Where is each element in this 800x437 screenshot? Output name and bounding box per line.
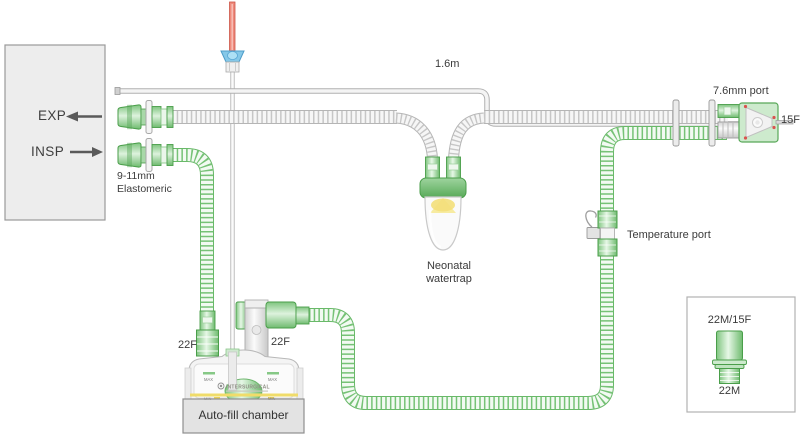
chamber-max-right: MAX — [268, 377, 277, 382]
patient-15f-label: 15F — [781, 114, 800, 126]
chamber-min-right: MIN — [268, 396, 275, 401]
legend-bottom-label: 22M — [718, 385, 741, 397]
chamber-brand-text: INTERSURGICAL — [226, 384, 270, 390]
insp-port-connector — [117, 138, 174, 172]
chamber-max-left: MAX — [204, 377, 213, 382]
exp-port-connector — [117, 100, 174, 134]
chamber-name-label: Auto-fill chamber — [198, 408, 289, 422]
temperature-port-fitting — [585, 210, 618, 257]
adapter-22m-15f-icon — [712, 330, 747, 384]
tube-clip — [672, 99, 680, 147]
watertrap-label: Neonatal watertrap — [426, 260, 472, 285]
bag-spike — [220, 1, 245, 73]
exp-arrow-icon — [66, 111, 102, 122]
chamber-left-port-label: 22F — [178, 339, 197, 351]
neonatal-watertrap — [419, 156, 467, 251]
heater-base — [182, 398, 305, 434]
tube-clip — [708, 99, 716, 147]
pressure-line-1-6m — [114, 87, 740, 125]
legend-top-label: 22M/15F — [707, 314, 752, 326]
auto-fill-chamber — [182, 299, 310, 434]
tube-length-label: 1.6m — [435, 58, 460, 70]
exp-label: EXP — [38, 108, 67, 123]
port-76mm-label: 7.6mm port — [713, 85, 769, 97]
elastomeric-label: 9-11mm Elastomeric — [117, 170, 172, 195]
chamber-right-port-label: 22F — [271, 336, 290, 348]
ventilator-box — [4, 44, 106, 221]
temperature-port-label: Temperature port — [627, 229, 711, 241]
patient-y-piece — [717, 102, 794, 143]
chamber-min-left: MIN — [204, 396, 211, 401]
insp-arrow-icon — [70, 147, 103, 157]
insp-label: INSP — [31, 144, 65, 159]
